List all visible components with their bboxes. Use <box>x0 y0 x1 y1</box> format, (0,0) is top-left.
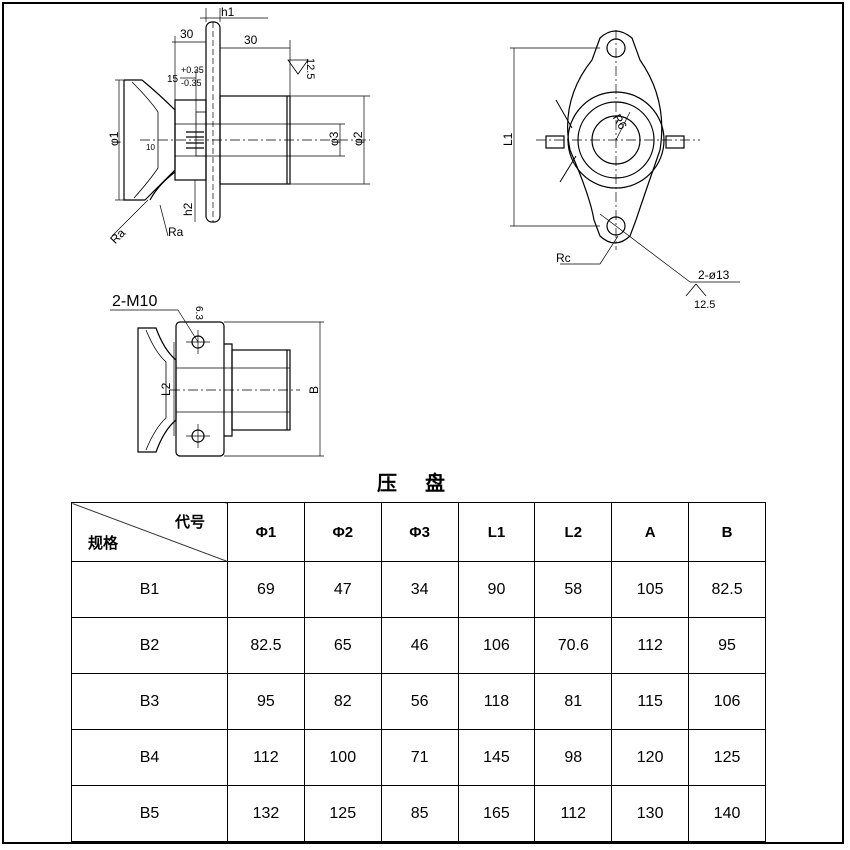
row-spec: B5 <box>71 785 228 842</box>
table-cell: 125 <box>688 729 766 786</box>
label-roughness-right: 12.5 <box>694 299 715 311</box>
spec-table: 代号 规格 Φ1 Φ2 Φ3 L1 L2 A B B1 69 47 34 90 … <box>71 502 766 842</box>
table-title: 压盘 <box>377 471 473 495</box>
table-cell: 120 <box>611 729 690 786</box>
label-r6: R6 <box>610 112 630 133</box>
column-header: L1 <box>457 502 536 562</box>
label-tol-minus: -0.35 <box>181 78 202 88</box>
table-cell: 130 <box>611 785 690 842</box>
table-cell: 65 <box>303 617 382 674</box>
label-phi1: φ1 <box>107 131 121 146</box>
table-cell: 46 <box>380 617 459 674</box>
table-cell: 69 <box>227 561 305 618</box>
technical-drawing: h1 30 30 12.5 15 +0.35 -0.35 φ1 10 φ3 φ2… <box>107 5 740 457</box>
label-dim-30b: 30 <box>244 33 258 47</box>
label-dim-30a: 30 <box>180 27 194 41</box>
label-ra-2: Ra <box>168 225 184 239</box>
label-l1: L1 <box>501 132 515 146</box>
table-cell: 82 <box>303 673 382 730</box>
table-cell: 112 <box>611 617 690 674</box>
label-ra-1: Ra <box>107 226 128 247</box>
label-tol-plus: +0.35 <box>181 65 204 75</box>
table-cell: 85 <box>380 785 459 842</box>
table-cell: 125 <box>303 785 382 842</box>
table-header-row: 代号 规格 Φ1 Φ2 Φ3 L1 L2 A B <box>71 502 766 562</box>
column-header: L2 <box>534 502 613 562</box>
column-header: Φ1 <box>227 502 305 562</box>
front-view: L1 R6 Rc 2-ø13 12.5 <box>501 30 740 311</box>
table-cell: 56 <box>380 673 459 730</box>
table-cell: 106 <box>688 673 766 730</box>
table-cell: 81 <box>534 673 613 730</box>
table-cell: 115 <box>611 673 690 730</box>
corner-cell: 代号 规格 <box>71 502 228 562</box>
label-phi3: φ3 <box>327 131 341 146</box>
column-header: B <box>688 502 766 562</box>
table-cell: 82.5 <box>688 561 766 618</box>
table-cell: 105 <box>611 561 690 618</box>
label-ten: 10 <box>146 143 155 152</box>
table-row: B1 69 47 34 90 58 105 82.5 <box>71 561 766 618</box>
corner-label-code: 代号 <box>174 513 205 531</box>
table-cell: 82.5 <box>227 617 305 674</box>
table-cell: 34 <box>380 561 459 618</box>
label-rc: Rc <box>556 251 571 265</box>
table-cell: 90 <box>457 561 536 618</box>
table-cell: 71 <box>380 729 459 786</box>
label-depth: 6.3 <box>193 306 204 320</box>
table-row: B5 132 125 85 165 112 130 140 <box>71 785 766 842</box>
label-h2: h2 <box>181 202 195 216</box>
table-cell: 70.6 <box>534 617 613 674</box>
label-phi2: φ2 <box>351 131 365 146</box>
label-holes: 2-ø13 <box>698 268 730 282</box>
label-b: B <box>307 386 321 394</box>
row-spec: B4 <box>71 729 228 786</box>
table-cell: 47 <box>303 561 382 618</box>
corner-label-spec: 规格 <box>88 534 119 552</box>
table-cell: 106 <box>457 617 536 674</box>
table-cell: 118 <box>457 673 536 730</box>
row-spec: B1 <box>71 561 228 618</box>
table-row: B2 82.5 65 46 106 70.6 112 95 <box>71 617 766 674</box>
table-cell: 98 <box>534 729 613 786</box>
label-tol-nominal: 15 <box>167 74 179 85</box>
table-cell: 140 <box>688 785 766 842</box>
column-header: Φ3 <box>380 502 459 562</box>
label-l2: L2 <box>159 382 173 396</box>
table-cell: 112 <box>227 729 305 786</box>
table-row: B4 112 100 71 145 98 120 125 <box>71 729 766 786</box>
row-spec: B3 <box>71 673 228 730</box>
top-view: 2-M10 6.3 L2 B <box>110 293 324 457</box>
column-header: A <box>611 502 690 562</box>
side-view: h1 30 30 12.5 15 +0.35 -0.35 φ1 10 φ3 φ2… <box>107 5 370 247</box>
table-cell: 58 <box>534 561 613 618</box>
row-spec: B2 <box>71 617 228 674</box>
table-cell: 132 <box>227 785 305 842</box>
table-cell: 145 <box>457 729 536 786</box>
table-cell: 100 <box>303 729 382 786</box>
table-cell: 95 <box>688 617 766 674</box>
table-cell: 95 <box>227 673 305 730</box>
table-cell: 165 <box>457 785 536 842</box>
table-row: B3 95 82 56 118 81 115 106 <box>71 673 766 730</box>
label-h1: h1 <box>221 5 235 19</box>
label-roughness: 12.5 <box>304 58 316 79</box>
label-m10: 2-M10 <box>112 293 157 310</box>
column-header: Φ2 <box>303 502 382 562</box>
table-cell: 112 <box>534 785 613 842</box>
